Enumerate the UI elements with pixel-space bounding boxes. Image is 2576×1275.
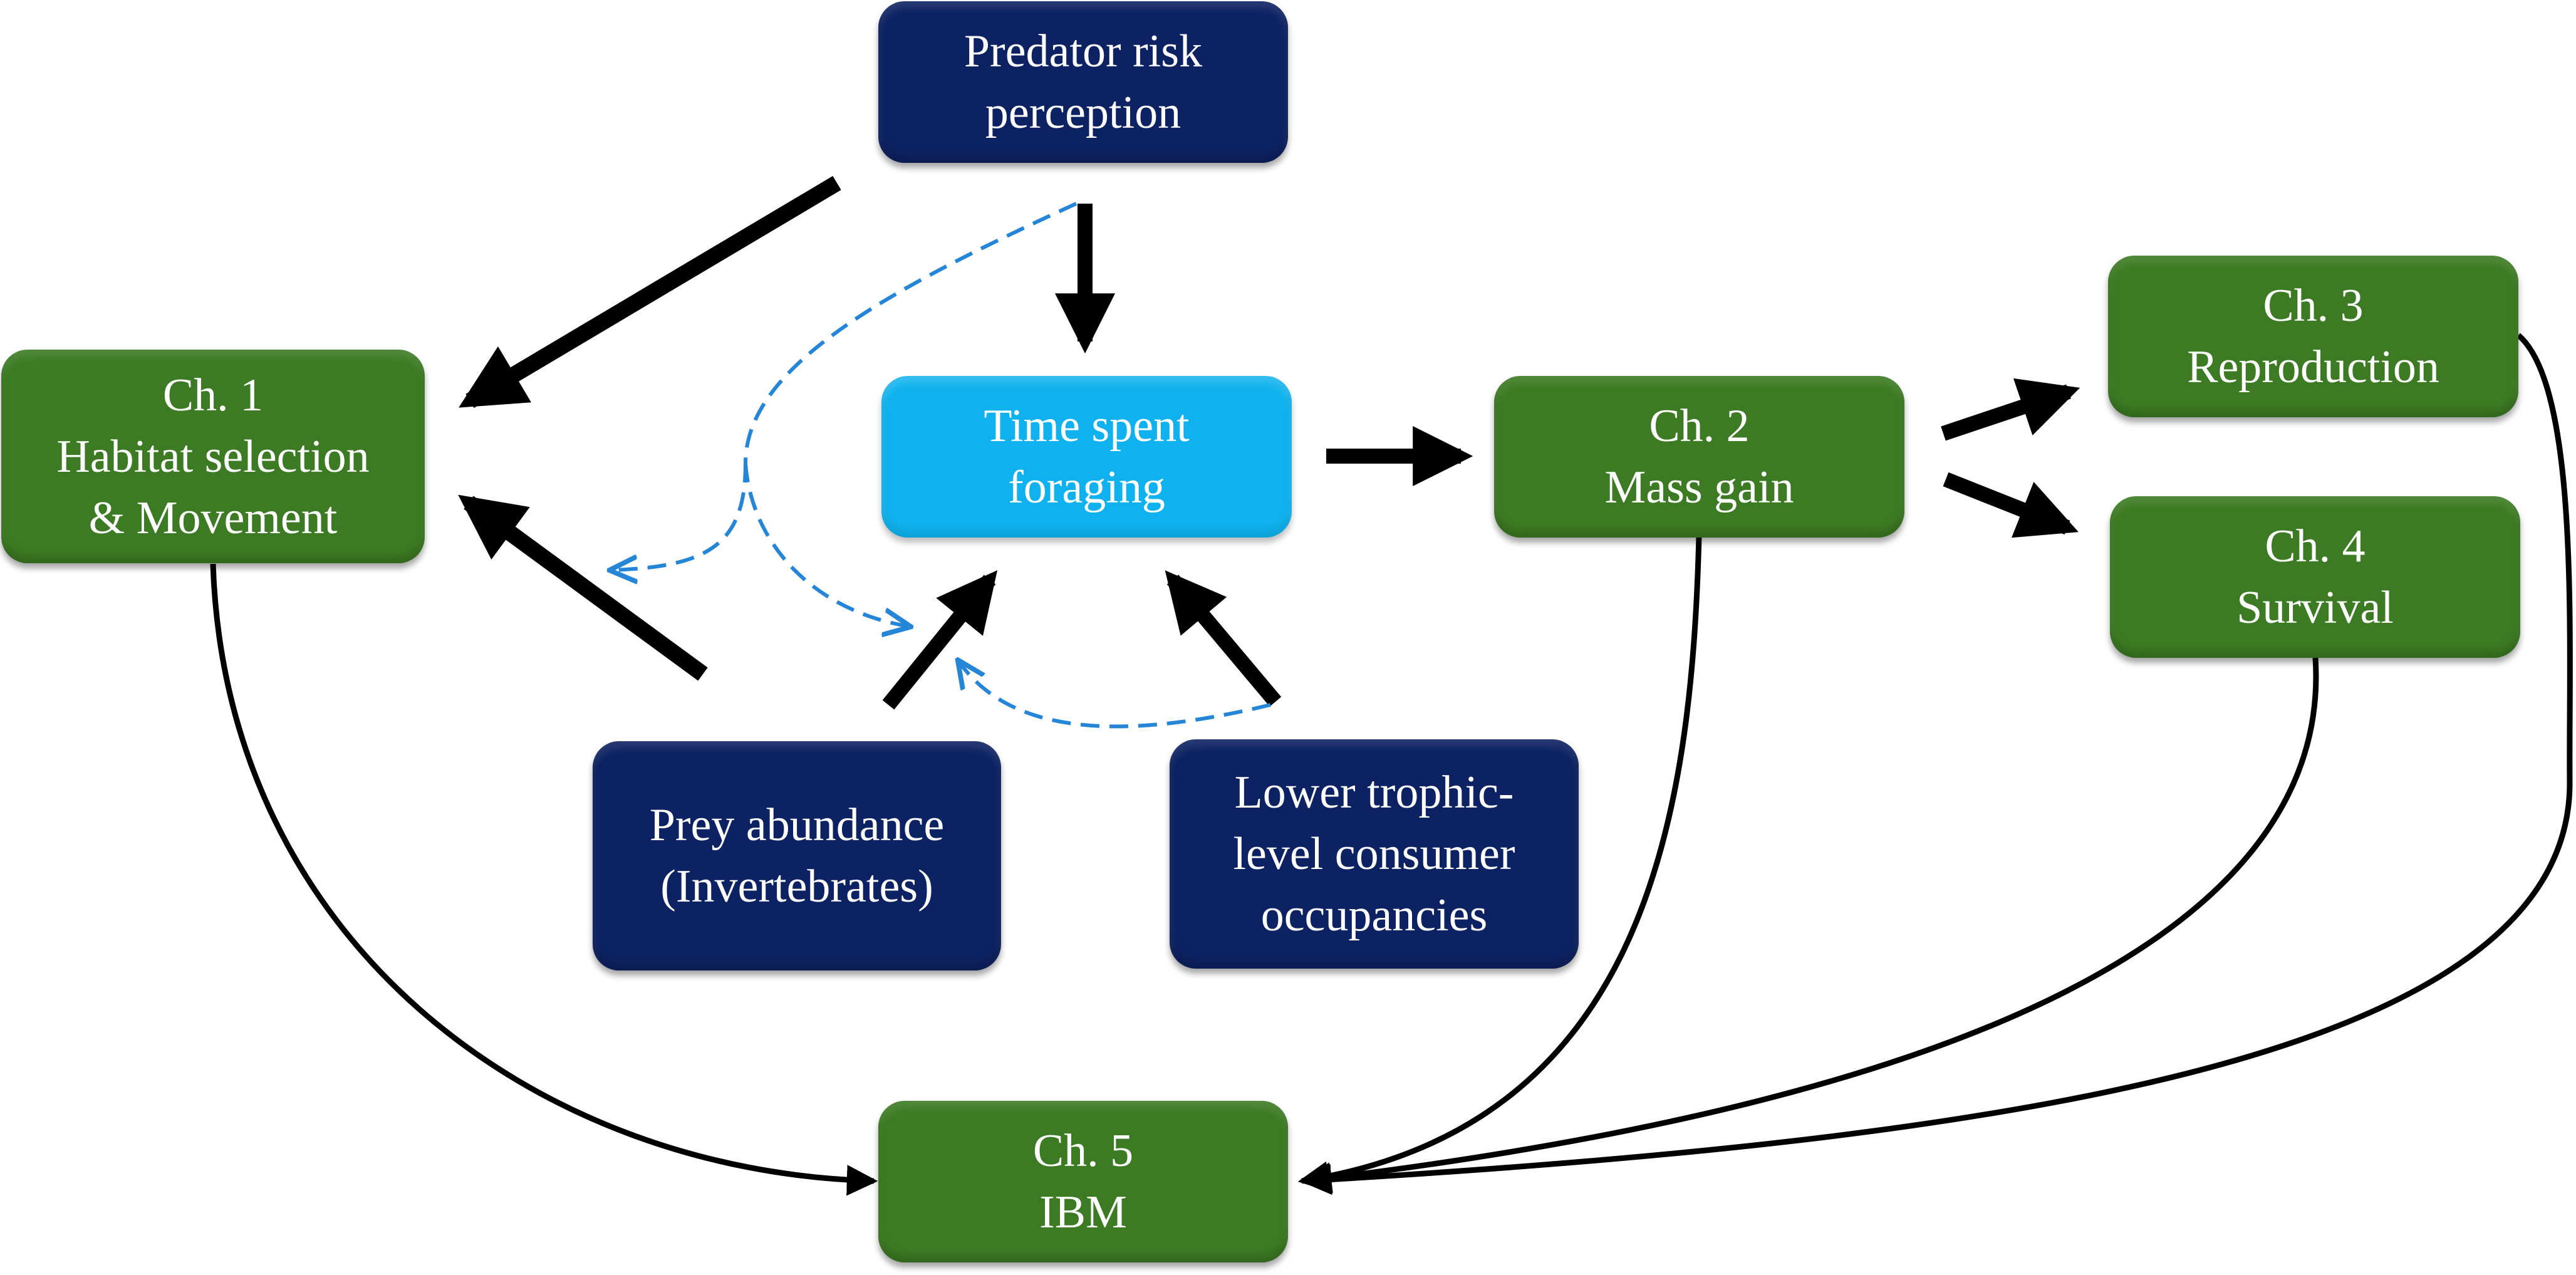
node-time-spent-foraging: Time spent foraging: [881, 376, 1292, 538]
node-ch4-survival: Ch. 4 Survival: [2110, 496, 2520, 658]
node-label-line: perception: [985, 87, 1182, 138]
arrow-ch2-to-ch3: [1941, 378, 2080, 441]
node-prey-abundance: Prey abundance (Invertebrates): [593, 741, 1001, 971]
node-label-line: Survival: [2236, 582, 2394, 633]
arrow-lower-trophic-to-time-foraging: [1165, 570, 1282, 707]
node-ch1-habitat-selection: Ch. 1 Habitat selection & Movement: [1, 350, 425, 563]
node-label-line: Ch. 5: [1032, 1125, 1134, 1177]
dashed-arrow-to-ch1: [611, 463, 747, 570]
node-label-line: & Movement: [88, 492, 338, 544]
arrow-prey-to-ch1: [458, 494, 708, 681]
node-ch2-mass-gain: Ch. 2 Mass gain: [1494, 376, 1904, 538]
arrow-prey-to-time-foraging: [882, 570, 998, 710]
node-label-line: Time spent: [984, 400, 1190, 452]
node-label-line: IBM: [1039, 1187, 1127, 1238]
node-lower-trophic-level-consumer: Lower trophic- level consumer occupancie…: [1170, 739, 1579, 969]
node-label-line: level consumer: [1233, 828, 1515, 880]
node-label-line: Ch. 1: [162, 369, 264, 421]
node-label-line: Ch. 4: [2265, 521, 2366, 572]
arrow-predator-to-ch1: [459, 175, 841, 409]
arrow-ch2-to-ch4: [1943, 472, 2079, 538]
node-label-line: Mass gain: [1604, 462, 1794, 513]
node-label-line: occupancies: [1260, 890, 1488, 941]
node-label-line: Ch. 2: [1649, 400, 1750, 452]
dashed-arrow-lower-trophic-to-prey-link: [958, 661, 1271, 729]
node-label-line: foraging: [1008, 462, 1165, 513]
dashed-predator-path: [744, 202, 1078, 464]
node-label-line: Ch. 3: [2263, 280, 2364, 331]
node-ch5-ibm: Ch. 5 IBM: [878, 1101, 1288, 1262]
dashed-arrow-to-prey-link: [744, 463, 910, 627]
curve-ch2-to-ch5: [1297, 536, 1702, 1192]
curve-ch4-to-ch5: [1300, 657, 2319, 1194]
node-label-line: Habitat selection: [56, 430, 370, 482]
curve-ch3-to-ch5: [1300, 333, 2573, 1195]
node-label-line: Prey abundance: [649, 799, 945, 851]
node-label-line: Lower trophic-: [1234, 767, 1514, 818]
node-label-line: (Invertebrates): [660, 861, 933, 912]
node-label-line: Predator risk: [963, 26, 1203, 77]
node-label-line: Reproduction: [2187, 341, 2439, 393]
node-ch3-reproduction: Ch. 3 Reproduction: [2108, 256, 2518, 417]
node-predator-risk-perception: Predator risk perception: [878, 1, 1288, 163]
curve-ch1-to-ch5: [210, 563, 878, 1196]
